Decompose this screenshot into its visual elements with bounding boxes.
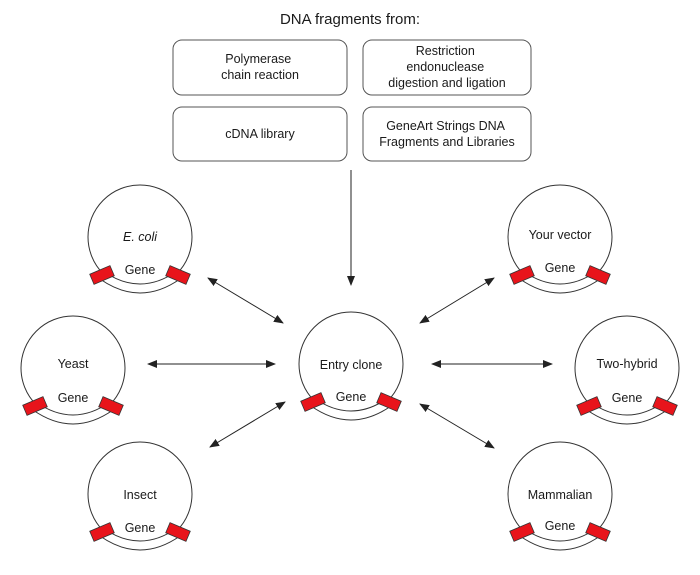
source-pcr: Polymerase chain reaction [172, 39, 348, 96]
source-restriction: Restriction endonuclease digestion and l… [362, 39, 532, 96]
svg-text:GeneArt Strings DNA Frag: GeneArt Strings DNA Fragments and Librar… [379, 119, 514, 149]
arrow-mammalian-entry [419, 403, 495, 449]
source-geneart-line-1: GeneArt Strings DNA [386, 119, 505, 133]
recombination-site [576, 396, 602, 416]
source-box [172, 106, 348, 162]
source-cdna: cDNA library [172, 106, 348, 162]
recombination-site [22, 396, 48, 416]
plasmid-two-hybrid: Two-hybrid Gene [574, 315, 680, 425]
plasmid-mammalian: Mammalian Gene [507, 441, 613, 551]
source-pcr-line-1: Polymerase [225, 52, 291, 66]
source-restriction-line-3: digestion and ligation [388, 76, 505, 90]
plasmid-your-vector-label: Your vector [529, 228, 592, 242]
svg-text:Restriction endonuclease: Restriction endonuclease digestion and l… [388, 44, 505, 90]
plasmid-ecoli: E. coli Gene [87, 184, 193, 294]
diagram-title: DNA fragments from: [280, 11, 420, 28]
arrow-insect-entry [209, 401, 286, 448]
arrow-ecoli-entry [207, 277, 284, 324]
source-box [362, 39, 532, 96]
plasmid-your-vector-gene-label: Gene [545, 261, 576, 275]
plasmid-two-hybrid-gene-label: Gene [612, 391, 643, 405]
source-cdna-line-1: cDNA library [225, 127, 295, 141]
plasmid-two-hybrid-label: Two-hybrid [596, 357, 657, 371]
plasmid-mammalian-label: Mammalian [528, 488, 593, 502]
plasmid-entry-clone: Entry clone Gene [298, 311, 404, 421]
recombination-site [89, 522, 115, 542]
source-restriction-line-2: endonuclease [406, 60, 484, 74]
recombination-site [585, 522, 611, 542]
recombination-site [509, 265, 535, 285]
svg-text:Polymerase chain reactio: Polymerase chain reaction [221, 52, 299, 82]
recombination-site [652, 396, 678, 416]
recombination-site [376, 392, 402, 412]
recombination-site [300, 392, 326, 412]
plasmid-insect-gene-label: Gene [125, 521, 156, 535]
source-restriction-line-1: Restriction [416, 44, 475, 58]
source-box [362, 106, 532, 162]
plasmid-insect-label: Insect [123, 488, 157, 502]
plasmid-entry-label: Entry clone [320, 358, 383, 372]
recombination-site [89, 265, 115, 285]
recombination-site [165, 522, 191, 542]
plasmid-mammalian-gene-label: Gene [545, 519, 576, 533]
recombination-site [98, 396, 124, 416]
arrows [147, 170, 553, 449]
plasmid-insect: Insect Gene [87, 441, 193, 551]
plasmid-yeast: Yeast Gene [20, 315, 126, 425]
recombination-site [585, 265, 611, 285]
recombination-site [165, 265, 191, 285]
source-geneart-line-2: Fragments and Libraries [379, 135, 514, 149]
plasmid-your-vector: Your vector Gene [507, 184, 613, 294]
source-pcr-line-2: chain reaction [221, 68, 299, 82]
recombination-site [509, 522, 535, 542]
source-geneart: GeneArt Strings DNA Fragments and Librar… [362, 106, 532, 162]
svg-text:cDNA library: cDNA library [225, 127, 295, 141]
plasmid-ecoli-gene-label: Gene [125, 263, 156, 277]
arrow-yourvector-entry [419, 277, 495, 324]
source-box [172, 39, 348, 96]
plasmid-yeast-gene-label: Gene [58, 391, 89, 405]
plasmid-ecoli-label: E. coli [123, 230, 158, 244]
plasmid-entry-gene-label: Gene [336, 390, 367, 404]
plasmid-yeast-label: Yeast [58, 357, 89, 371]
